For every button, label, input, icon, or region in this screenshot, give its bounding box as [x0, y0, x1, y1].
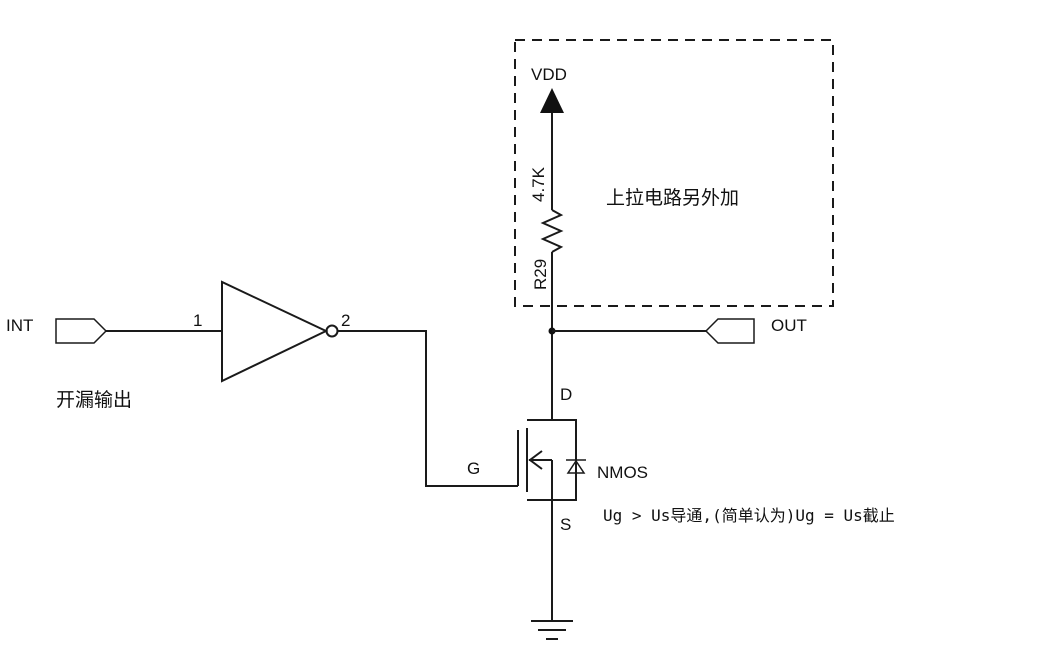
- pullup-note: 上拉电路另外加: [606, 187, 739, 209]
- open-drain-note: 开漏输出: [56, 389, 132, 411]
- output-port-label: OUT: [771, 316, 807, 335]
- vdd-arrow-icon: [540, 88, 564, 113]
- input-port: [55, 318, 108, 344]
- drain-label: D: [560, 385, 572, 404]
- nmos-label: NMOS: [597, 463, 648, 482]
- resistor-value-label: 4.7K: [529, 166, 548, 202]
- vdd-label: VDD: [531, 65, 567, 84]
- conduction-note: Ug > Us导通,(简单认为)Ug = Us截止: [603, 506, 895, 525]
- resistor-r29: [540, 209, 564, 253]
- resistor-ref-label: R29: [531, 259, 550, 290]
- ground-icon: [531, 620, 573, 640]
- inverter-gate: [221, 280, 339, 383]
- output-port: [704, 318, 755, 344]
- input-port-label: INT: [6, 316, 33, 335]
- pullup-dashed-box: [514, 39, 834, 307]
- gate-label: G: [467, 459, 480, 478]
- nmos-transistor: [517, 419, 586, 501]
- inverter-pin-2: 2: [341, 311, 350, 330]
- wire-inverter-to-gate: [338, 330, 518, 487]
- source-label: S: [560, 515, 571, 534]
- inverter-pin-1: 1: [193, 311, 202, 330]
